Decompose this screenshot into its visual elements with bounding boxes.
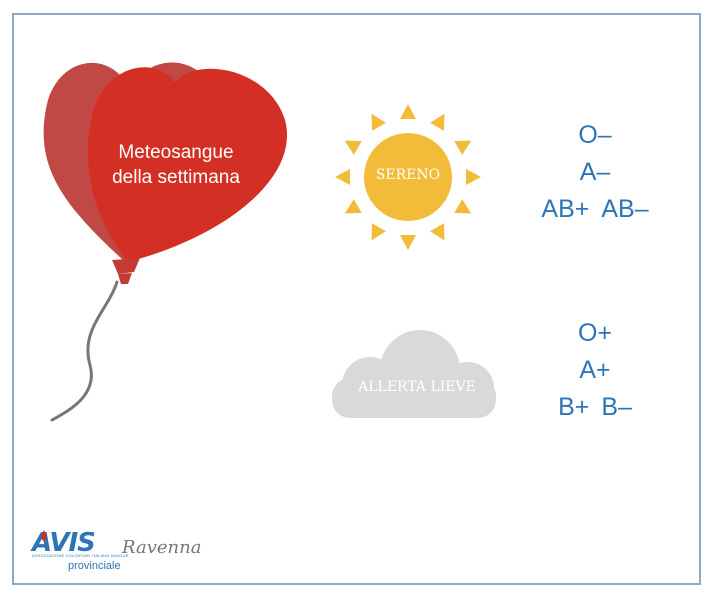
blood-group: O+: [577, 319, 613, 347]
blood-drop-icon: [41, 530, 47, 541]
cloud-icon: [332, 330, 496, 418]
logo-tagline: ASSOCIAZIONE VOLONTARI ITALIANI SANGUE: [32, 553, 129, 558]
blood-group: B–: [601, 393, 632, 421]
sun-icon: [335, 104, 481, 250]
balloon-title: Meteosangue della settimana: [92, 140, 260, 190]
cloud-label: ALLERTA LIEVE: [358, 379, 476, 395]
title-line-1: Meteosangue: [118, 142, 234, 163]
logo-subtitle: provinciale: [68, 560, 121, 572]
blood-group: A–: [579, 158, 611, 186]
blood-group-pair: B+ B–: [515, 389, 675, 426]
blood-group: B+: [558, 393, 590, 421]
blood-group: AB–: [601, 195, 649, 223]
sun-blood-groups: O– A– AB+ AB–: [515, 117, 675, 228]
avis-logo-icon: AVIS: [30, 528, 96, 558]
cloud-blood-groups: O+ A+ B+ B–: [515, 315, 675, 426]
title-line-2: della settimana: [112, 167, 240, 188]
sun-label: SERENO: [375, 167, 441, 183]
blood-group: AB+: [541, 195, 590, 223]
blood-group: A+: [579, 356, 611, 384]
logo-city: Ravenna: [122, 537, 202, 558]
heart-balloon-icon: [43, 62, 288, 284]
balloon-string: [50, 280, 119, 422]
blood-group: O–: [578, 121, 612, 149]
avis-logo-text: AVIS: [30, 528, 95, 558]
blood-group-pair: AB+ AB–: [515, 191, 675, 228]
